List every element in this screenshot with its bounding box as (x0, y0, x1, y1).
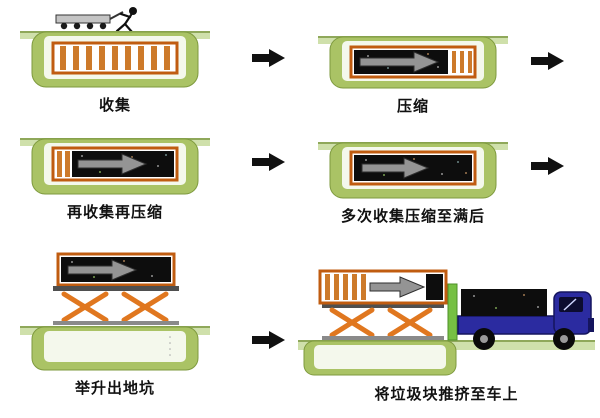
stage-compress: 压缩 (318, 34, 508, 116)
flow-arrow-icon (252, 330, 286, 350)
flow-arrow-icon (252, 152, 286, 172)
flow-arrow-icon (531, 51, 565, 71)
scissor-lift-icon (322, 303, 444, 340)
truck-icon (457, 289, 594, 350)
pit-icon (31, 326, 199, 371)
cart-icon (55, 11, 124, 30)
loading-post-icon (447, 283, 458, 341)
stage-caption: 收集 (98, 96, 131, 114)
compactor-ram-icon (369, 276, 426, 298)
stage-caption: 多次收集压缩至满后 (340, 207, 485, 225)
stage-recollect: 再收集再压缩 (20, 136, 210, 222)
stage-caption: 压缩 (396, 97, 429, 115)
load-truck-illustration (298, 269, 595, 376)
person-icon (115, 7, 137, 34)
flow-arrow-icon (252, 48, 286, 68)
pit-icon (303, 340, 457, 376)
container-icon (318, 269, 448, 305)
scissor-lift-icon (53, 286, 179, 325)
collect-illustration (20, 7, 210, 88)
full-illustration (318, 142, 508, 199)
compactor-ram-icon (77, 153, 148, 175)
compactor-ram-icon (361, 157, 430, 179)
compactor-ram-icon (67, 259, 138, 281)
recollect-illustration (20, 138, 210, 195)
stage-full: 多次收集压缩至满后 (318, 140, 508, 226)
stage-caption: 举升出地坑 (74, 379, 155, 397)
stage-load-truck: 将垃圾块推挤至车上 (298, 256, 595, 404)
lift-illustration (20, 252, 210, 371)
stage-caption: 将垃圾块推挤至车上 (374, 385, 519, 403)
stage-lift: 举升出地坑 (20, 250, 210, 398)
stage-caption: 再收集再压缩 (66, 203, 163, 221)
garbage-block-icon (461, 289, 547, 316)
stage-collect: 收集 (20, 5, 210, 115)
container-icon (51, 41, 179, 75)
compactor-ram-icon (359, 51, 440, 73)
flow-arrow-icon (531, 156, 565, 176)
compress-illustration (318, 36, 508, 89)
